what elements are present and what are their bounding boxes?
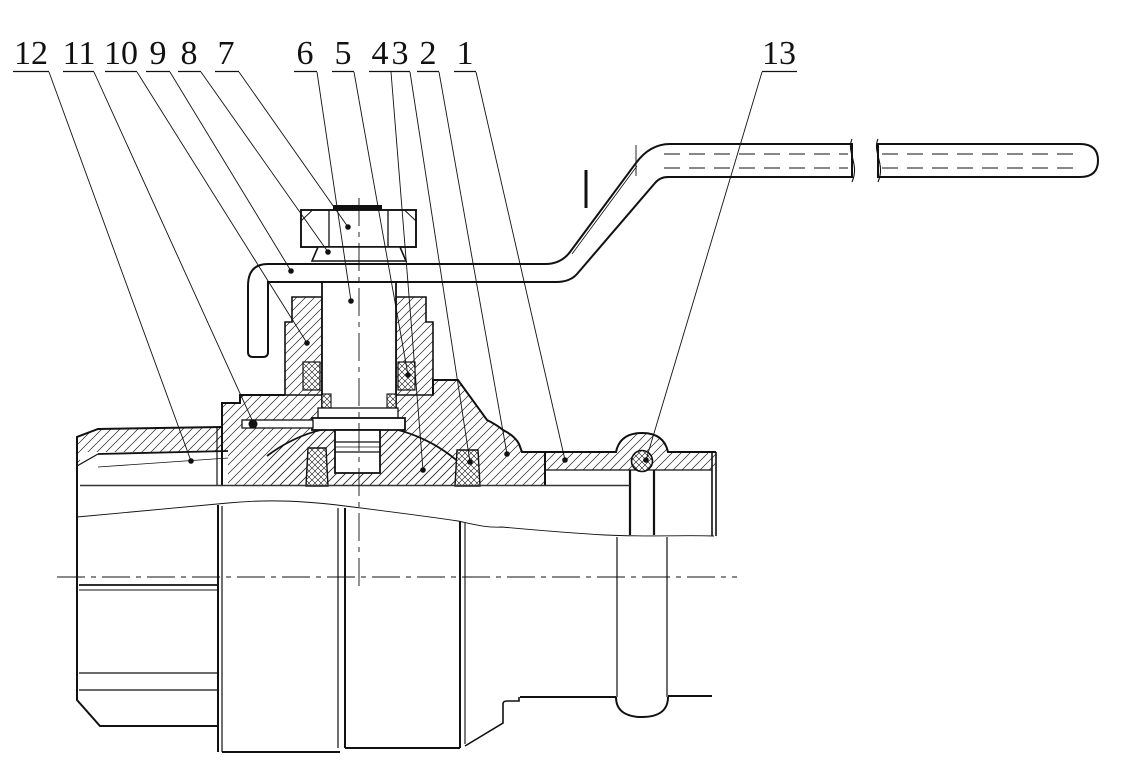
callout-13: 13 [643,35,797,463]
callout-number: 7 [218,35,235,72]
callout-number: 3 [392,35,409,72]
leader-dot [325,249,331,255]
callout-7: 7 [215,35,351,230]
leader-line [645,71,763,461]
callout-number: 13 [762,35,796,72]
callout-number: 2 [420,35,437,72]
stem-tang [334,429,381,474]
callout-12: 12 [13,35,194,464]
female-thread-bore [76,450,229,485]
leader-dot [420,467,426,473]
callout-10: 10 [104,35,310,346]
handle-break-lines [850,138,882,183]
handle-hidden-edges [664,153,1078,169]
leader-dot [405,372,411,378]
leader-line [438,71,508,455]
hex-nut [300,205,417,248]
leader-line [169,71,292,272]
leader-line [475,71,566,461]
leader-dot [562,457,568,463]
callout-number: 1 [457,35,474,72]
leader-line [316,71,352,302]
tailpiece-section [545,431,717,471]
callout-number: 11 [63,35,96,72]
leader-line [353,71,409,376]
leader-line [136,71,308,344]
callout-4: 4 [369,35,426,473]
leader-line [93,71,254,423]
callout-number: 8 [181,35,198,72]
centerlines [57,198,737,592]
stem-flange [311,417,406,431]
callout-11: 11 [63,35,256,425]
o-ring [630,449,654,473]
callout-5: 5 [332,35,411,378]
callout-3: 3 [390,35,473,465]
leader-line [200,71,329,253]
callout-number: 6 [297,35,314,72]
leader-line [48,71,192,462]
partial-section-break-line [76,500,715,537]
callout-9: 9 [146,35,294,274]
leader-dot [288,268,294,274]
leader-dot [348,298,354,304]
leader-dot [304,340,310,346]
leader-dot [467,459,473,465]
leader-line [238,71,349,228]
callout-8: 8 [178,35,331,255]
callout-number: 4 [372,35,389,72]
callout-2: 2 [417,35,510,457]
callout-number: 9 [150,35,167,72]
stem-washer [317,407,399,419]
external-profile [76,467,712,753]
leader-dot [188,458,194,464]
leader-dot [345,224,351,230]
o-ring-groove-walls [628,470,717,536]
leader-dot [250,419,256,425]
handle [247,138,1100,358]
callout-6: 6 [294,35,354,304]
callout-number: 5 [335,35,352,72]
leader-dot [643,457,649,463]
callout-number: 12 [14,35,48,72]
bore-interior [77,486,714,536]
callout-number: 10 [104,35,138,72]
leader-dot [504,451,510,457]
leader-line [409,71,471,463]
leader-line [390,71,424,471]
callout-1: 1 [454,35,568,463]
